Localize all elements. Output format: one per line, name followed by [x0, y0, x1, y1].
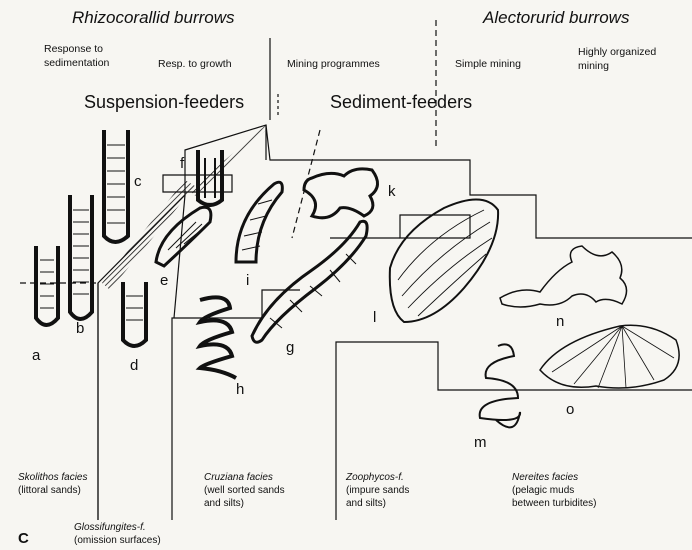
label-n: n — [556, 313, 564, 330]
burrow-o — [540, 325, 679, 388]
label-h: h — [236, 381, 244, 398]
label-k: k — [388, 183, 396, 200]
zoophycos-name: Zoophycos-f. — [346, 472, 404, 484]
burrow-g — [252, 221, 367, 342]
zoophycos-line3: and silts) — [346, 498, 386, 510]
label-l: l — [373, 309, 376, 326]
glossifungites-name: Glossifungites-f. — [74, 522, 146, 534]
burrow-b — [70, 195, 92, 319]
label-c: c — [134, 173, 142, 190]
ledge-l — [400, 215, 470, 238]
label-g: g — [286, 339, 294, 356]
nereites-line2: (pelagic muds — [512, 485, 574, 497]
label-o: o — [566, 401, 574, 418]
burrow-m — [480, 344, 520, 427]
burrow-a — [36, 246, 58, 325]
label-i: i — [246, 272, 249, 289]
label-b: b — [76, 320, 84, 337]
label-m: m — [474, 434, 487, 451]
panel-label: C — [18, 530, 29, 547]
label-d: d — [130, 357, 138, 374]
glossifungites-desc: (omission surfaces) — [74, 535, 161, 547]
cruziana-name: Cruziana facies — [204, 472, 273, 484]
burrow-h — [200, 297, 236, 378]
burrow-l — [390, 199, 498, 322]
cruziana-line3: and silts) — [204, 498, 244, 510]
burrow-d — [123, 282, 146, 346]
label-f: f — [180, 155, 185, 172]
nereites-line3: between turbidites) — [512, 498, 597, 510]
skolithos-name: Skolithos facies — [18, 472, 87, 484]
nereites-name: Nereites facies — [512, 472, 578, 484]
label-a: a — [32, 347, 41, 364]
burrow-k — [304, 169, 378, 218]
label-e: e — [160, 272, 168, 289]
zoophycos-line2: (impure sands — [346, 485, 409, 497]
skolithos-desc: (littoral sands) — [18, 485, 81, 497]
burrow-c — [104, 130, 128, 242]
burrow-n — [500, 246, 627, 307]
cruziana-line2: (well sorted sands — [204, 485, 285, 497]
